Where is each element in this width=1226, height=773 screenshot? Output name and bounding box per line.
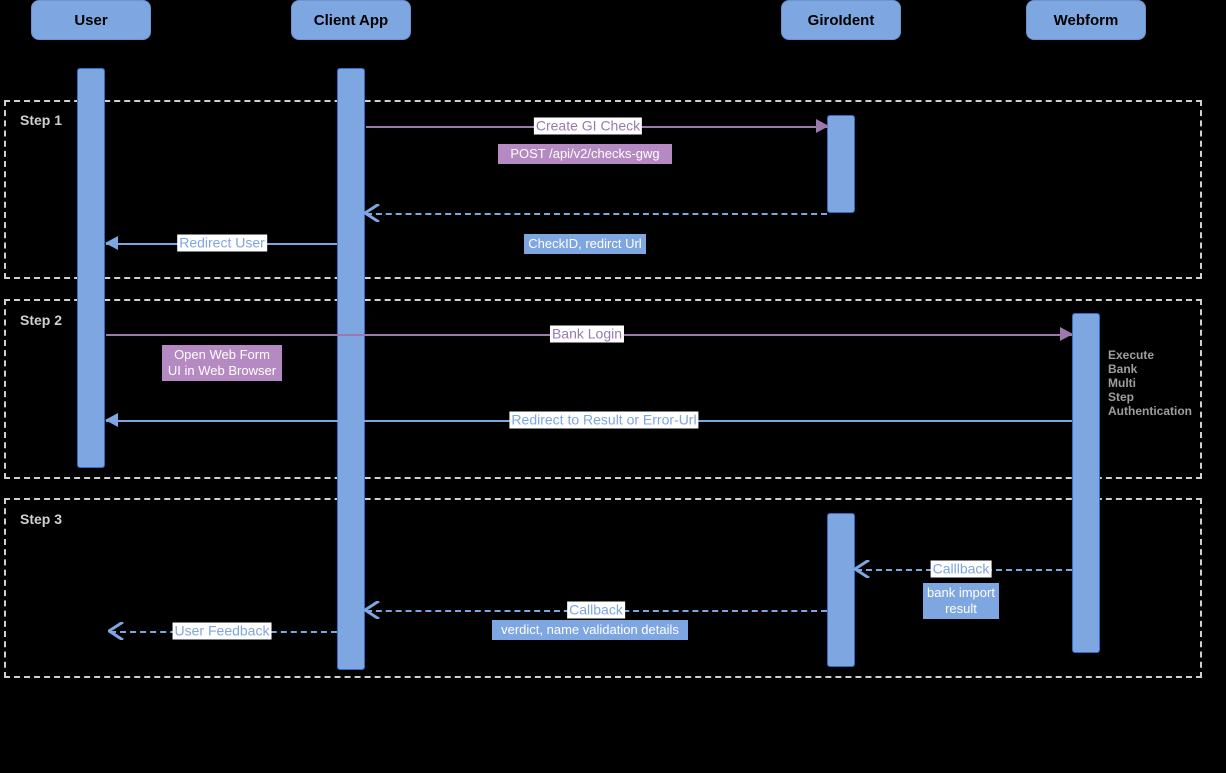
note-bank-import-result: bank import result [923,583,999,619]
arrowhead-left-icon [105,236,118,250]
participant-user-label: User [74,11,108,29]
arrowhead-open-left-icon [108,622,124,640]
note-verdict-name-validation: verdict, name validation details [492,620,688,640]
frame-step-3-label: Step 3 [20,511,63,527]
participant-webform-label: Webform [1053,11,1119,29]
frame-step-3 [4,498,1202,678]
message-callback-giroident-label: Callback [567,601,625,619]
arrowhead-right-icon [1060,327,1073,341]
participant-giroident[interactable]: GiroIdent [781,0,901,40]
activation-bar-webform [1072,313,1100,653]
note-post-endpoint: POST /api/v2/checks-gwg [498,144,672,164]
participant-client-app[interactable]: Client App [291,0,411,40]
arrowhead-open-left-icon [364,204,380,222]
message-redirect-to-result-label: Redirect to Result or Error-Url [509,411,699,429]
activation-bar-client-app [337,68,365,670]
activation-bar-giroident-step1 [827,115,855,213]
arrowhead-right-icon [816,119,829,133]
frame-step-1-label: Step 1 [20,112,63,128]
message-calllback-webform-label: Calllback [930,560,992,578]
message-bank-login-label: Bank Login [549,325,625,343]
activation-bar-giroident-step3 [827,513,855,667]
arrowhead-open-left-icon [364,601,380,619]
message-redirect-user-label: Redirect User [177,234,267,252]
participant-client-app-label: Client App [313,11,389,29]
message-create-gi-check-label: Create GI Check [533,117,643,135]
participant-webform[interactable]: Webform [1026,0,1146,40]
side-note-execute-bank-auth: Execute Bank Multi Step Authentication [1108,348,1192,418]
arrowhead-left-icon [105,413,118,427]
participant-user[interactable]: User [31,0,151,40]
participant-giroident-label: GiroIdent [807,11,875,29]
frame-step-2-label: Step 2 [20,312,63,328]
note-checkid-redirect-url: CheckID, redirct Url [524,234,646,254]
activation-bar-user [77,68,105,468]
message-user-feedback-label: User Feedback [172,622,272,640]
message-line [366,213,827,215]
arrowhead-open-left-icon [854,560,870,578]
note-open-web-form: Open Web Form UI in Web Browser [162,345,282,381]
